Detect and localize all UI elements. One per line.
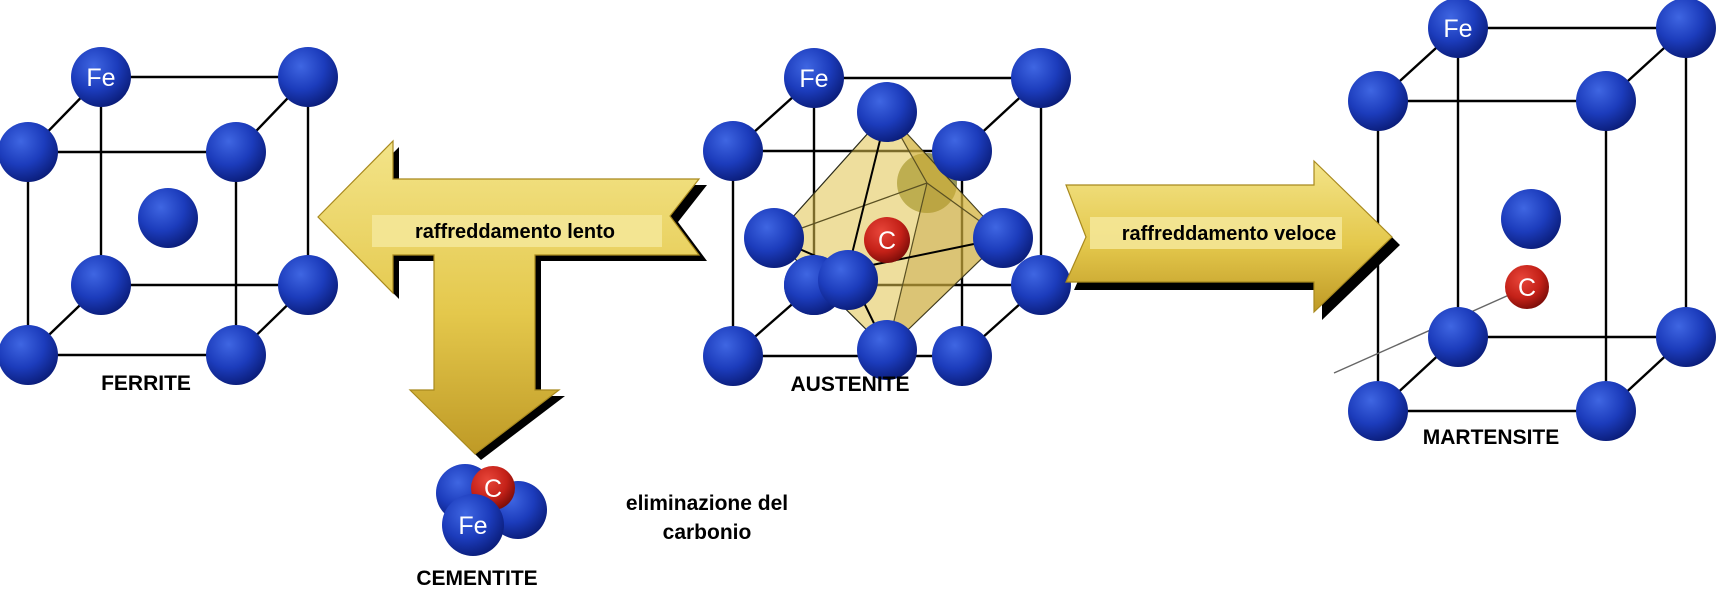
iron-atom xyxy=(932,121,992,181)
martensite-cell: C Fe MARTENSITE xyxy=(1333,0,1716,449)
carbon-symbol: C xyxy=(878,227,896,255)
iron-atom xyxy=(932,326,992,386)
carbon-elimination-line1: eliminazione del xyxy=(626,492,788,515)
iron-atom-face-right xyxy=(973,208,1033,268)
iron-symbol: Fe xyxy=(1443,15,1472,43)
iron-atom xyxy=(703,121,763,181)
iron-atom-labeled xyxy=(71,47,131,107)
iron-atom-labeled xyxy=(784,48,844,108)
iron-atom xyxy=(1011,255,1071,315)
iron-atom xyxy=(703,326,763,386)
slow-cooling-label: raffreddamento lento xyxy=(415,221,615,243)
iron-atom xyxy=(1428,307,1488,367)
iron-symbol: Fe xyxy=(458,512,487,540)
iron-symbol: Fe xyxy=(799,65,828,93)
cementite-molecule: C Fe CEMENTITE xyxy=(416,464,547,590)
iron-atom xyxy=(1576,381,1636,441)
iron-atom xyxy=(1656,0,1716,58)
iron-atom xyxy=(1348,381,1408,441)
iron-atom xyxy=(1011,48,1071,108)
ferrite-cell: Fe FERRITE xyxy=(0,47,338,395)
iron-atom-body-center xyxy=(138,188,198,248)
iron-atom xyxy=(0,325,58,385)
iron-atom xyxy=(278,47,338,107)
iron-atom xyxy=(71,255,131,315)
ferrite-label: FERRITE xyxy=(101,372,191,395)
fast-cooling-label-bg xyxy=(1090,217,1342,249)
iron-atom-face-bottom xyxy=(857,320,917,380)
iron-atom xyxy=(0,122,58,182)
carbon-elimination-note: eliminazione del carbonio xyxy=(626,492,788,544)
slow-cooling-arrow: raffreddamento lento xyxy=(317,139,707,460)
carbon-elimination-line2: carbonio xyxy=(663,521,752,544)
iron-atom-face-left xyxy=(744,208,804,268)
iron-atom-face-front xyxy=(818,250,878,310)
cementite-label: CEMENTITE xyxy=(416,567,537,590)
austenite-label: AUSTENITE xyxy=(790,373,909,396)
carbon-atom-interstitial xyxy=(1505,265,1549,309)
carbon-symbol: C xyxy=(1518,274,1536,302)
iron-atom-labeled xyxy=(1428,0,1488,58)
iron-atom xyxy=(206,122,266,182)
austenite-cell: C Fe AUSTENITE xyxy=(703,48,1071,396)
martensite-label: MARTENSITE xyxy=(1423,426,1560,449)
slow-cooling-arrow-body xyxy=(317,139,701,455)
iron-atom xyxy=(1348,71,1408,131)
iron-atom xyxy=(1576,71,1636,131)
fast-cooling-arrow: raffreddamento veloce xyxy=(1065,159,1400,320)
iron-symbol: Fe xyxy=(86,64,115,92)
slow-cooling-label-bg xyxy=(372,215,662,247)
fast-cooling-label: raffreddamento veloce xyxy=(1122,223,1337,245)
carbon-atom-interstitial xyxy=(864,217,910,263)
iron-atom-labeled xyxy=(442,494,504,556)
iron-atom xyxy=(1656,307,1716,367)
iron-atom-body-center xyxy=(1501,189,1561,249)
iron-atom-face-top xyxy=(857,82,917,142)
iron-atom xyxy=(206,325,266,385)
carbon-symbol: C xyxy=(484,475,502,503)
iron-atom xyxy=(278,255,338,315)
